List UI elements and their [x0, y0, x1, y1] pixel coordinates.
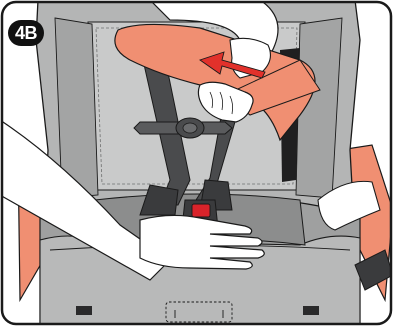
step-label: 4B [8, 20, 44, 46]
left-bottom-slot [76, 306, 92, 315]
buckle-red-button [192, 204, 210, 217]
right-bottom-slot [303, 306, 319, 315]
chest-clip-button [183, 123, 197, 133]
